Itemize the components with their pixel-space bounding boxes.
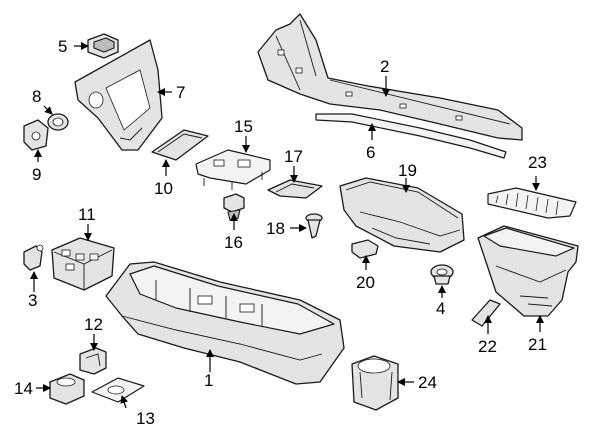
callout-5: 5 [58,37,89,56]
part-14-cup-insert [49,373,85,405]
callout-4: 4 [436,285,446,318]
callout-label-12: 12 [84,315,103,334]
part-22-pad [471,299,501,327]
callout-16: 16 [224,213,243,252]
callout-11: 11 [78,205,96,241]
part-2-side-trim [257,13,523,141]
callout-2: 2 [380,57,390,97]
callout-label-11: 11 [78,205,96,224]
mat-slats [495,192,559,216]
callout-label-14: 14 [14,379,33,398]
callout-label-10: 10 [154,179,173,198]
callout-12: 12 [84,315,103,351]
callout-1: 1 [204,349,214,390]
callout-label-21: 21 [528,335,547,354]
part-11-switch-block [51,237,115,291]
callout-19: 19 [398,161,417,193]
part-21-armrest-tray [477,225,579,317]
callout-15: 15 [234,117,253,153]
callout-24: 24 [397,373,437,392]
part-10-lid [151,129,209,161]
part-15-bracket-frame [195,149,271,190]
callout-17: 17 [284,147,303,183]
callout-label-5: 5 [58,37,67,56]
callout-label-9: 9 [32,165,41,184]
part-9-bracket [23,119,49,151]
callout-6: 6 [366,123,376,162]
part-3-connector [23,244,44,271]
part-19-storage-box [339,177,465,253]
part-23-mat [487,187,577,219]
part-5-switch [87,33,119,59]
callout-18: 18 [266,219,307,238]
part-17-clip [267,179,323,199]
part-6-strip [315,113,507,159]
callout-23: 23 [528,153,547,191]
part-24-cup-holder [351,355,399,411]
callout-9: 9 [32,149,42,184]
callout-10: 10 [154,159,173,198]
part-18-pin [305,213,323,239]
callout-3: 3 [28,271,38,310]
part-13-mat [91,377,145,403]
callout-label-7: 7 [176,83,185,102]
callout-label-20: 20 [356,273,375,292]
callout-7: 7 [157,83,185,102]
callout-label-22: 22 [478,337,497,356]
part-7-bezel-panel [74,39,163,151]
part-4-grommet [430,264,454,285]
callout-label-15: 15 [234,117,253,136]
callout-label-4: 4 [436,299,445,318]
callout-13: 13 [120,395,155,428]
part-1-console-base [105,261,345,385]
callout-label-17: 17 [284,147,303,166]
callout-label-8: 8 [32,87,41,106]
callout-label-3: 3 [28,291,37,310]
callout-20: 20 [356,255,375,292]
callout-22: 22 [478,315,497,356]
part-12-bracket [79,347,107,375]
callout-label-2: 2 [380,57,389,76]
callout-label-1: 1 [204,371,213,390]
callout-14: 14 [14,379,51,398]
callout-8: 8 [32,87,53,115]
callout-label-18: 18 [266,219,285,238]
callout-label-6: 6 [366,143,375,162]
part-8-knob [47,113,69,131]
callout-label-13: 13 [136,409,155,428]
callout-21: 21 [528,315,547,354]
callout-label-23: 23 [528,153,547,172]
part-20-cap [351,239,379,259]
callout-label-24: 24 [418,373,437,392]
callout-label-16: 16 [224,233,243,252]
callout-label-19: 19 [398,161,417,180]
